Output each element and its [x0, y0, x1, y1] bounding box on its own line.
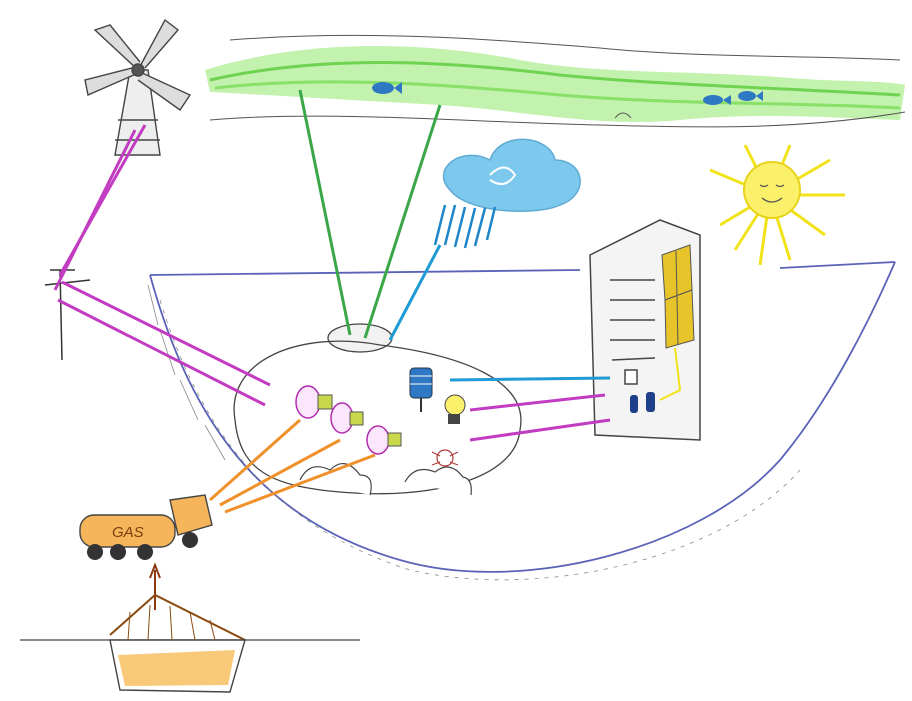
truck-gas-label: GAS — [112, 524, 144, 541]
river — [205, 35, 905, 127]
rain-cloud-icon — [435, 139, 580, 248]
windmill-icon — [85, 20, 190, 155]
generator-icon — [296, 386, 332, 418]
sun-icon — [710, 145, 845, 265]
generator-icon — [331, 403, 363, 433]
compost-pit-icon — [20, 595, 360, 692]
lightbulb-icon — [445, 395, 465, 424]
gas-lines — [210, 420, 375, 512]
solar-panel-icon — [662, 245, 694, 348]
water-lines — [300, 90, 440, 338]
battery-icon — [410, 368, 432, 412]
rain-lines — [390, 245, 610, 380]
generator-icon — [367, 426, 401, 454]
truck-icon: GAS — [80, 495, 212, 560]
bug-icon — [432, 450, 458, 466]
